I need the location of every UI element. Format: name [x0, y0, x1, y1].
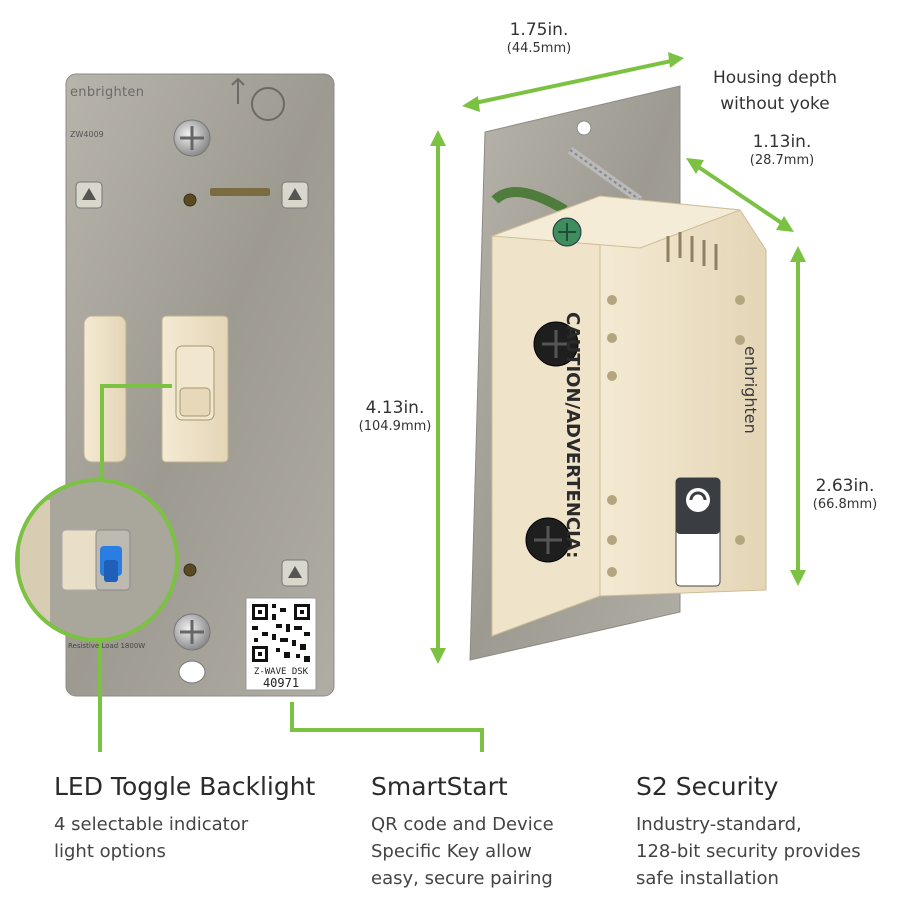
dimension-lines	[430, 52, 806, 664]
plate-model-code: ZW4009	[70, 130, 104, 139]
side-device-view	[469, 85, 767, 661]
dim-height: 4.13in. (104.9mm)	[340, 398, 450, 436]
feature-smartstart: SmartStart QR code and Device Specific K…	[371, 772, 621, 892]
plate-rating-text: Resistive Load 1800W	[68, 642, 146, 650]
depth-label: Housing depth without yoke	[713, 68, 837, 114]
qr-code	[252, 604, 310, 662]
plate-brand-logo: enbrighten	[70, 85, 145, 100]
dim-depth-mm: (28.7mm)	[749, 153, 815, 169]
dim-width-inches: 1.75in.	[509, 20, 569, 40]
device-caution-text: CAUTION/ADVERTENCIA:	[562, 312, 583, 559]
dim-housing-inches: 2.63in.	[815, 476, 875, 496]
feature-desc-line: 128-bit security provides	[636, 841, 861, 862]
dim-height-mm: (104.9mm)	[358, 419, 432, 435]
qr-leader-line	[290, 702, 484, 752]
dim-depth-inches: 1.13in.	[752, 132, 812, 152]
feature-title: S2 Security	[636, 772, 779, 801]
feature-desc-line: QR code and Device	[371, 814, 554, 835]
feature-s2-security: S2 Security Industry-standard, 128-bit s…	[636, 772, 896, 892]
feature-desc-line: Specific Key allow	[371, 841, 532, 862]
qr-code-number: 40971	[262, 676, 300, 690]
feature-title: SmartStart	[371, 772, 508, 801]
dim-width-mm: (44.5mm)	[506, 41, 572, 57]
dim-housing-mm: (66.8mm)	[812, 497, 878, 513]
dim-width: 1.75in. (44.5mm)	[484, 20, 594, 58]
dim-housing-height: 2.63in. (66.8mm)	[790, 476, 900, 514]
feature-desc-line: light options	[54, 841, 166, 862]
dim-depth: 1.13in. (28.7mm)	[727, 132, 837, 170]
feature-title: LED Toggle Backlight	[54, 772, 316, 801]
feature-led-backlight: LED Toggle Backlight 4 selectable indica…	[54, 772, 344, 865]
qr-label: Z-WAVE DSK	[253, 667, 309, 677]
led-zoom-inset	[15, 384, 179, 752]
dim-height-inches: 4.13in.	[365, 398, 425, 418]
feature-desc-line: safe installation	[636, 868, 779, 889]
feature-desc-line: Industry-standard,	[636, 814, 802, 835]
feature-desc-line: 4 selectable indicator	[54, 814, 249, 835]
device-brand-logo: enbrighten	[741, 346, 760, 434]
feature-desc-line: easy, secure pairing	[371, 868, 553, 889]
qr-dsk-label: Z-WAVE DSK 40971	[246, 667, 316, 690]
